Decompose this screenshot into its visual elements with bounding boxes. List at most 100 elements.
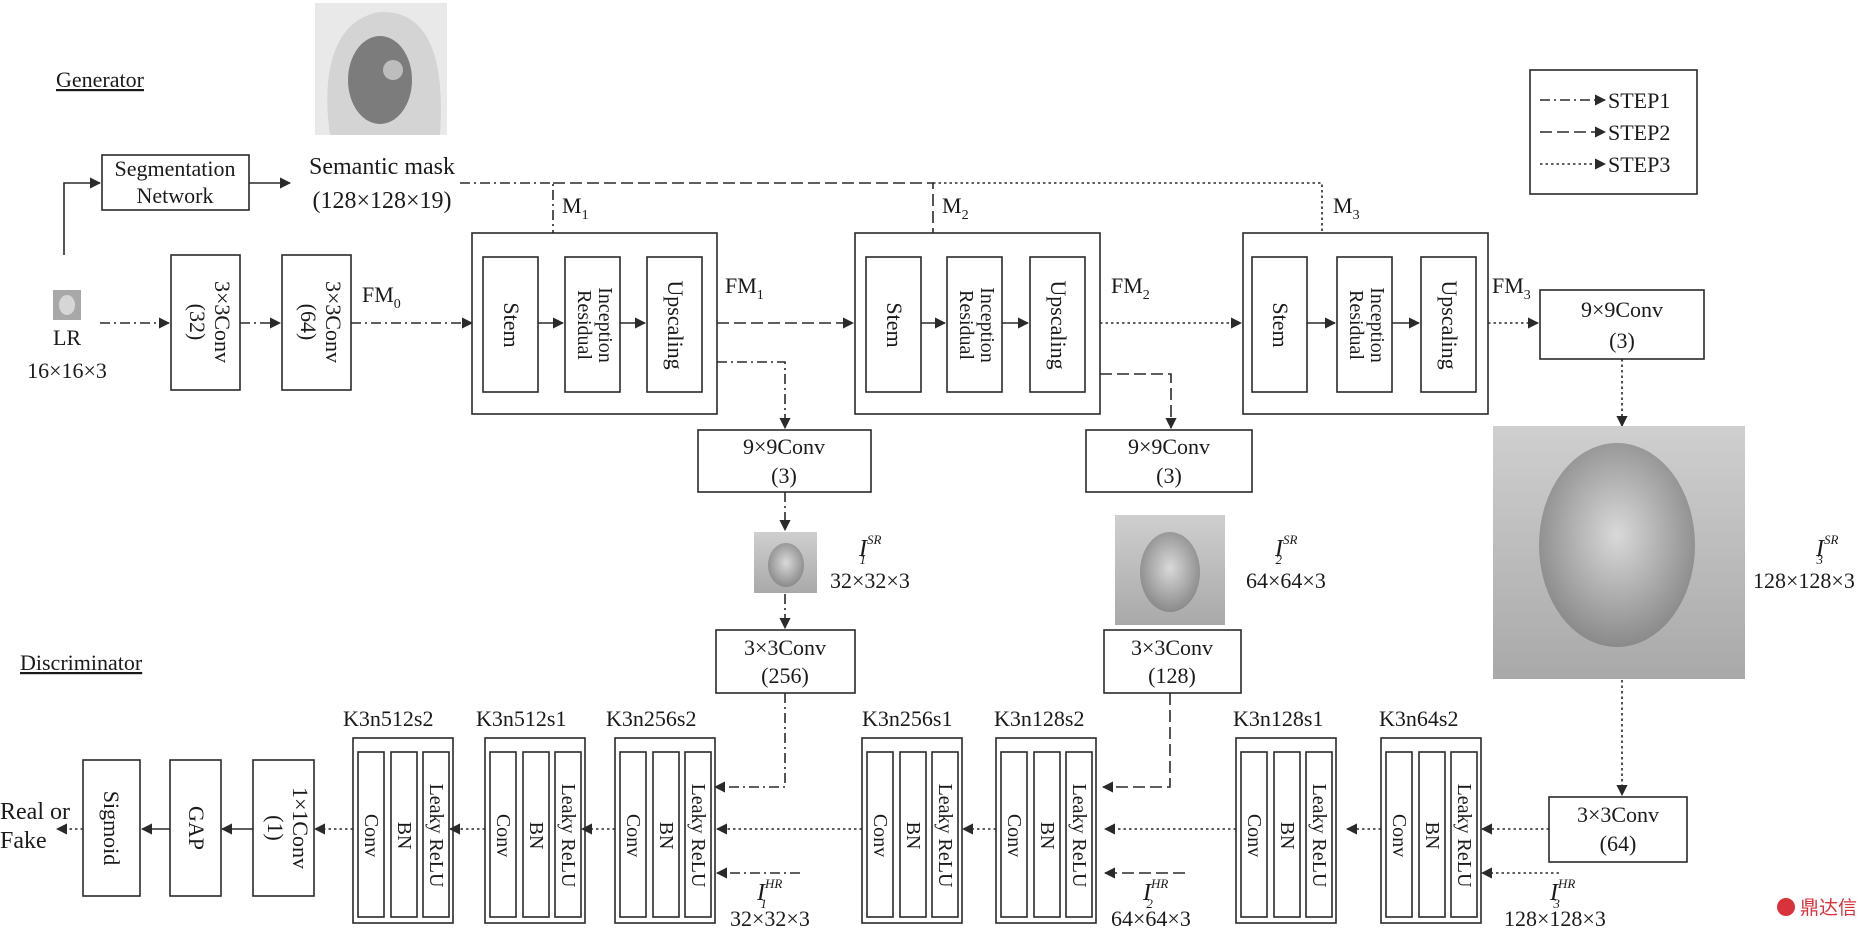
legend-step2: STEP2 [1608,120,1670,145]
disc-block-5-conv-label: Conv [1003,814,1025,857]
disc-conv-256-label-2: (256) [761,663,809,688]
stem-2-label: Stem [882,302,907,347]
inception-3-label-a: Inception [1366,287,1388,363]
disc-block-4-bn-label: BN [902,822,924,850]
sigmoid-label: Sigmoid [99,791,124,866]
legend-step3: STEP3 [1608,152,1670,177]
fake-label: Fake [0,828,47,854]
gap-box [169,759,222,897]
fm3-label: FM3 [1492,273,1531,303]
disc-block-5-bn-label: BN [1036,822,1058,850]
upscaling-2-label: Upscaling [1046,280,1071,369]
conv64-label-2: (64) [296,304,321,341]
disc-block-5-leaky-label: Leaky ReLU [1068,784,1090,888]
disc-block-3-label: K3n256s2 [606,706,696,731]
hr-1-size: 32×32×3 [730,906,810,929]
inception-1-label-b: Residual [573,290,595,360]
generator-label: Generator [56,67,145,92]
upscaling-1-label: Upscaling [663,280,688,369]
disc-block-7-conv-label: Conv [1388,814,1410,857]
stem-1 [482,256,539,393]
out-conv-1-label-1: 9×9Conv [743,434,825,459]
disc-conv-128-label-1: 3×3Conv [1131,635,1213,660]
disc-block-6-conv [1240,751,1268,918]
stem-3 [1251,256,1308,393]
disc-block-5-bn [1033,751,1061,918]
inception-2-label-b: Residual [955,290,977,360]
disc-block-3-bn-label: BN [655,822,677,850]
disc-block-6-bn [1273,751,1301,918]
disc-block-2-bn [522,751,550,918]
semantic-mask-size: (128×128×19) [312,188,451,214]
hr-2-size: 64×64×3 [1111,906,1191,929]
segmentation-network-box [101,154,250,211]
disc-block-1-label: K3n512s2 [343,706,433,731]
disc-block-4-label: K3n256s1 [862,706,952,731]
inception-1-label-a: Inception [594,287,616,363]
fm0-label: FM0 [362,282,401,312]
disc-block-1-bn [390,751,418,918]
disc-conv-64 [1548,796,1688,863]
disc-block-4-leaky [931,751,959,918]
conv1x1-box [252,759,315,897]
disc-block-2-leaky-label: Leaky ReLU [557,784,579,888]
disc-block-6-leaky [1305,751,1333,918]
disc-block-1-conv-label: Conv [360,814,382,857]
disc-block-1-bn-label: BN [393,822,415,850]
inception-3-label-b: Residual [1345,290,1367,360]
out-conv-1 [697,429,872,493]
disc-conv-128 [1103,629,1242,694]
disc-block-7-label: K3n64s2 [1379,706,1458,731]
lr-thumbnail [53,290,81,320]
disc-block-5-conv [1000,751,1028,918]
gap-label: GAP [184,806,209,850]
disc-block-3-bn [652,751,680,918]
real-or-label: Real or [0,799,70,825]
disc-conv-64-label-2: (64) [1600,831,1637,856]
discriminator-label: Discriminator [20,650,143,675]
output-2-size: 64×64×3 [1246,568,1326,593]
legend-step1: STEP1 [1608,88,1670,113]
output-3-size: 128×128×3 [1753,568,1855,593]
disc-block-4-conv [866,751,894,918]
out-conv-3-label-2: (3) [1609,328,1635,353]
disc-block-1-conv [357,751,385,918]
disc-conv-64-label-1: 3×3Conv [1577,802,1659,827]
inception-1 [564,256,621,393]
watermark-logo: 鼎达信 [1777,897,1857,919]
semantic-mask-label: Semantic mask [309,154,455,180]
disc-block-3-conv [619,751,647,918]
segmentation-label-2: Network [137,183,214,208]
disc-block-5-leaky [1065,751,1093,918]
fm1-label: FM1 [725,273,764,303]
disc-block-3-leaky-label: Leaky ReLU [687,784,709,888]
disc-block-2-leaky [554,751,582,918]
disc-block-2-bn-label: BN [525,822,547,850]
conv1x1-label-1: 1×1Conv [288,787,313,869]
m1-label: M1 [562,193,589,223]
disc-conv-128-label-2: (128) [1148,663,1196,688]
disc-block-2-label: K3n512s1 [476,706,566,731]
disc-block-7-leaky [1450,751,1478,918]
inception-3 [1336,256,1393,393]
disc-block-7-bn-label: BN [1421,822,1443,850]
output-1-size: 32×32×3 [830,568,910,593]
out-conv-3 [1539,289,1705,360]
disc-block-2-conv-label: Conv [492,814,514,857]
out-conv-2 [1085,429,1253,493]
disc-block-6-leaky-label: Leaky ReLU [1308,784,1330,888]
stem-1-label: Stem [499,302,524,347]
watermark-text: 鼎达信 [1800,897,1857,919]
m3-label: M3 [1333,193,1360,223]
upscaling-2 [1029,256,1086,393]
conv32-label-2: (32) [185,304,210,341]
segmentation-label-1: Segmentation [115,156,236,181]
disc-block-2-conv [489,751,517,918]
disc-block-6-conv-label: Conv [1243,814,1265,857]
output-image-64 [1115,515,1225,625]
disc-block-6-bn-label: BN [1276,822,1298,850]
